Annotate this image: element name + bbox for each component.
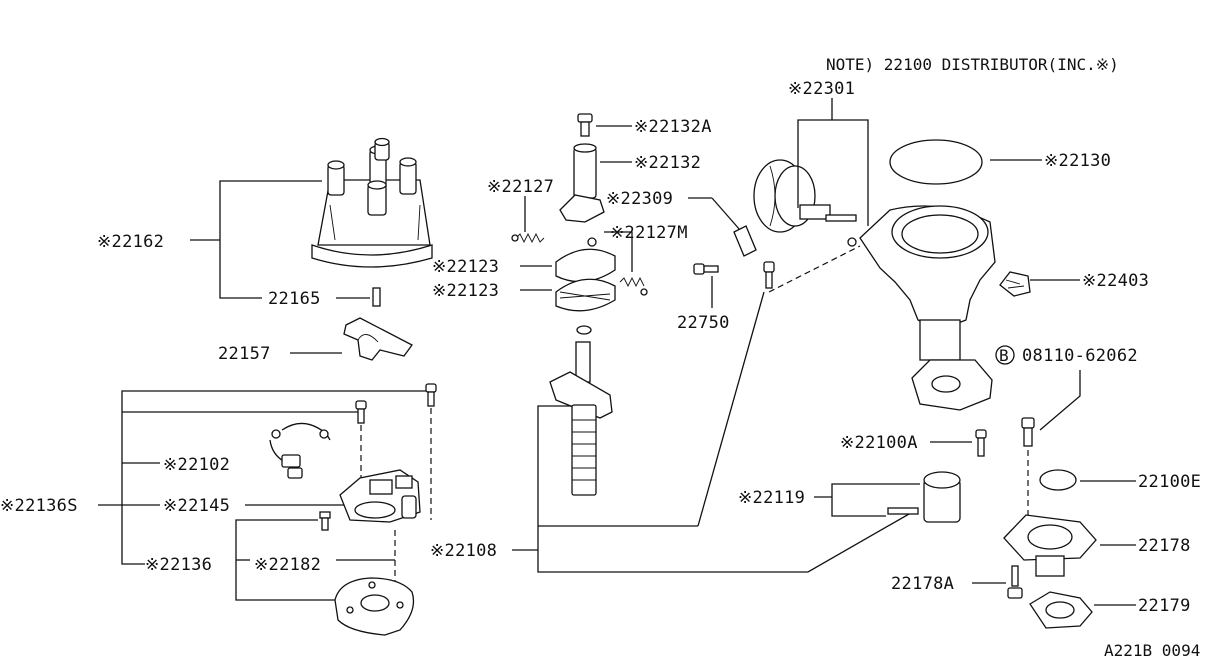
carbon-point-part <box>372 287 381 307</box>
label-22123-a: ※22123 <box>432 257 499 277</box>
label-22123-b: ※22123 <box>432 281 499 301</box>
label-22178: 22178 <box>1138 536 1191 556</box>
bolt-22178A-part <box>1007 565 1023 599</box>
breaker-plate-part <box>339 469 421 523</box>
label-22162: ※22162 <box>97 232 164 252</box>
label-22179: 22179 <box>1138 596 1191 616</box>
note-text: NOTE) 22100 DISTRIBUTOR(INC.※) <box>826 55 1119 74</box>
small-screw-part <box>319 511 331 531</box>
flange-22178-part <box>1003 514 1097 577</box>
bolt-symbol-text: B <box>999 346 1009 365</box>
label-22108: ※22108 <box>430 541 497 561</box>
vacuum-controller-part <box>753 159 857 247</box>
clip-22403-part <box>999 271 1031 297</box>
label-08110-62062: 08110-62062 <box>1022 346 1138 366</box>
bolt-08110-part <box>1021 417 1035 447</box>
cam-part <box>559 143 605 223</box>
wiring-harness-part <box>269 422 331 479</box>
label-22182: ※22182 <box>254 555 321 575</box>
label-22127: ※22127 <box>487 177 554 197</box>
housing-plate-part <box>334 577 415 636</box>
shaft-part <box>549 325 613 496</box>
label-22157: 22157 <box>218 344 271 364</box>
spring-22127M-part <box>619 276 648 296</box>
label-22102: ※22102 <box>163 455 230 475</box>
coupling-22119-part <box>887 471 961 523</box>
label-22165: 22165 <box>268 289 321 309</box>
label-22178A: 22178A <box>891 574 954 594</box>
governor-weight-part <box>555 237 616 312</box>
distributor-housing-part <box>859 205 996 411</box>
distributor-cap-part <box>311 137 433 268</box>
gasket-22179-part <box>1029 591 1093 629</box>
bolt-22750-part <box>693 263 719 275</box>
o-ring-22130-part <box>889 139 983 185</box>
screw-22132A-part <box>577 113 593 137</box>
screw-part <box>355 383 437 424</box>
label-22136: ※22136 <box>145 555 212 575</box>
label-22403: ※22403 <box>1082 271 1149 291</box>
bolt-symbol-circle <box>995 345 1015 365</box>
spring-22127-part <box>511 232 545 244</box>
lock-bolt-part <box>763 261 775 289</box>
rotor-head-part <box>343 317 413 361</box>
bolt-22100A-part <box>975 429 987 457</box>
label-22309: ※22309 <box>606 189 673 209</box>
label-22132: ※22132 <box>634 153 701 173</box>
label-22100A: ※22100A <box>840 433 918 453</box>
label-22132A: ※22132A <box>634 117 712 137</box>
label-22750: 22750 <box>677 313 730 333</box>
label-22301: ※22301 <box>788 79 855 99</box>
diagram-code: A221B 0094 <box>1104 641 1200 660</box>
label-22130: ※22130 <box>1044 151 1111 171</box>
seal-22100E-part <box>1039 469 1077 491</box>
label-22145: ※22145 <box>163 496 230 516</box>
label-22100E: 22100E <box>1138 472 1201 492</box>
label-22136S: ※22136S <box>0 496 78 516</box>
bracket-part <box>733 225 757 257</box>
label-22127M: ※22127M <box>610 223 688 243</box>
label-22119: ※22119 <box>738 488 805 508</box>
